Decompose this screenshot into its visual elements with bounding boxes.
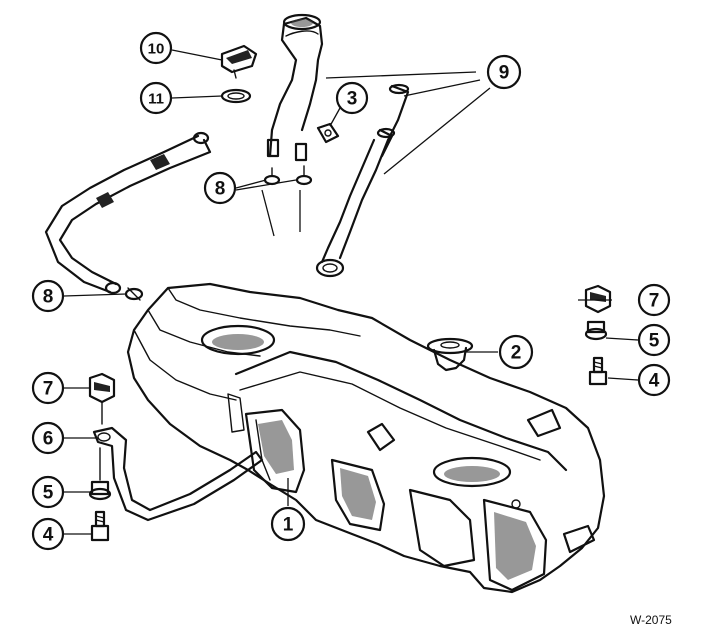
callout-3: 3 [335, 81, 369, 115]
filler-neck-hose [266, 13, 324, 162]
callout-5-left-label: 5 [43, 483, 54, 504]
callout-8-lower-label: 8 [43, 287, 54, 308]
callout-7-right-label: 7 [649, 291, 660, 312]
mount-nut-right [584, 284, 612, 314]
vent-hose-left [44, 131, 212, 295]
hose-clamp-left [124, 287, 144, 301]
callout-2: 2 [498, 334, 534, 370]
leader-lines [63, 49, 639, 535]
callout-7-left: 7 [31, 371, 65, 405]
callout-9: 9 [486, 54, 522, 90]
callout-6-label: 6 [43, 429, 54, 450]
callout-5-right: 5 [637, 323, 671, 357]
clip-nut [316, 122, 340, 144]
vent-hoses [315, 83, 410, 278]
figure-reference-code: W-2075 [630, 613, 672, 627]
fuel-tank [126, 282, 606, 594]
callout-4-left: 4 [31, 517, 65, 551]
bolt-right [588, 356, 608, 386]
callout-1-label: 1 [283, 515, 294, 536]
washer-right [584, 320, 608, 341]
callout-4-left-label: 4 [43, 525, 54, 546]
callout-4-right: 4 [637, 363, 671, 397]
filler-cap-seal-ring [220, 88, 252, 104]
callout-10-label: 10 [148, 41, 165, 58]
mount-nut-left [88, 372, 116, 425]
callout-7-right: 7 [637, 283, 671, 317]
bolt-left [90, 510, 110, 542]
tank-strap [92, 426, 264, 522]
callout-11: 11 [139, 81, 173, 115]
callout-8-upper-label: 8 [215, 179, 226, 200]
washer-left [88, 447, 112, 501]
fuel-filler-cap [220, 44, 258, 79]
callout-1: 1 [270, 506, 306, 542]
callout-10: 10 [139, 31, 173, 65]
callout-8-lower: 8 [31, 279, 65, 313]
callout-9-label: 9 [499, 63, 510, 84]
callout-3-label: 3 [347, 89, 358, 110]
rubber-grommet [426, 337, 474, 372]
callout-8-upper: 8 [203, 171, 237, 205]
callout-5-left: 5 [31, 475, 65, 509]
callout-6: 6 [31, 421, 65, 455]
callout-11-label: 11 [148, 91, 164, 108]
callout-2-label: 2 [511, 343, 522, 364]
callout-4-right-label: 4 [649, 371, 660, 392]
callout-7-left-label: 7 [43, 379, 54, 400]
callout-5-right-label: 5 [649, 331, 660, 352]
